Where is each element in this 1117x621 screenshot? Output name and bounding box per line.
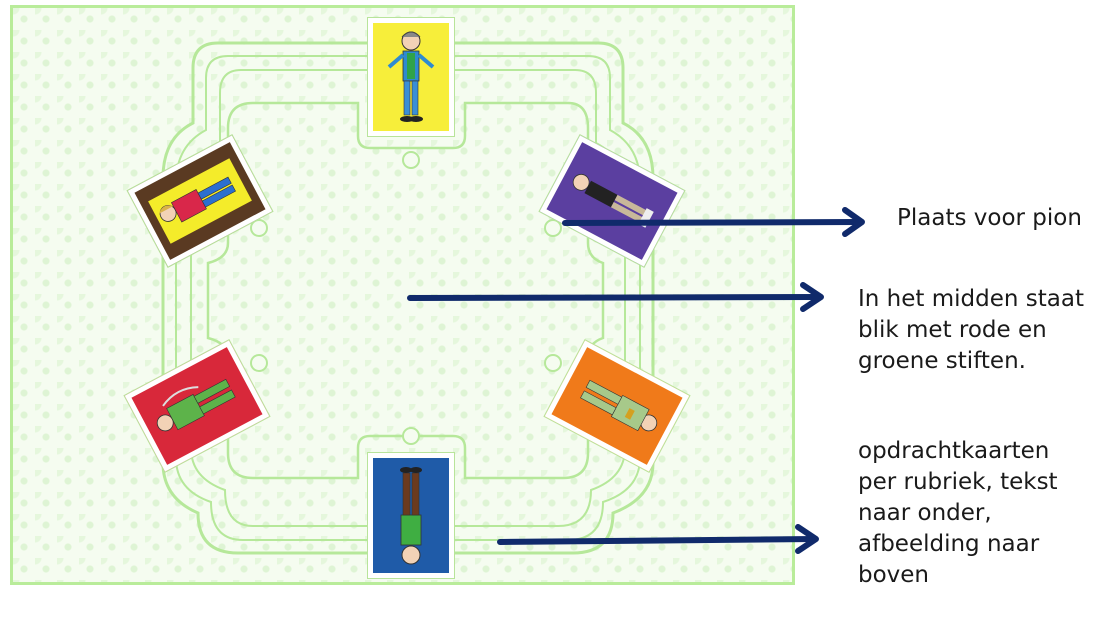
label-line: boven <box>858 562 930 588</box>
label-midden: In het midden staat blik met rode en gro… <box>858 284 1084 377</box>
arrow-opdrachtkaarten <box>497 524 819 554</box>
label-plaats-voor-pion: Plaats voor pion <box>897 203 1082 234</box>
label-text: Plaats voor pion <box>897 205 1082 231</box>
label-line: opdrachtkaarten <box>858 438 1050 464</box>
label-line: naar onder, <box>858 500 992 526</box>
person-upside-down-icon <box>400 467 422 565</box>
label-line: In het midden staat <box>858 286 1084 312</box>
card-bottom-right[interactable] <box>544 340 690 472</box>
label-line: blik met rode en <box>858 317 1047 343</box>
person-green-suit-icon <box>580 379 658 432</box>
label-line: afbeelding naar <box>858 531 1040 557</box>
card-top-left[interactable] <box>127 135 273 267</box>
person-bowing-icon <box>572 173 654 228</box>
card-top[interactable] <box>368 18 454 136</box>
person-tied-icon <box>156 378 236 432</box>
label-line: per rubriek, tekst <box>858 469 1058 495</box>
card-bottom[interactable] <box>368 453 454 578</box>
card-bottom-left[interactable] <box>124 340 270 472</box>
person-juggler-icon <box>387 31 435 122</box>
arrow-midden <box>407 282 824 312</box>
card-top-right[interactable] <box>539 135 685 267</box>
person-lying-icon <box>148 158 252 244</box>
label-line: groene stiften. <box>858 348 1026 374</box>
arrow-pion <box>562 207 865 237</box>
label-opdrachtkaarten: opdrachtkaarten per rubriek, tekst naar … <box>858 436 1058 591</box>
